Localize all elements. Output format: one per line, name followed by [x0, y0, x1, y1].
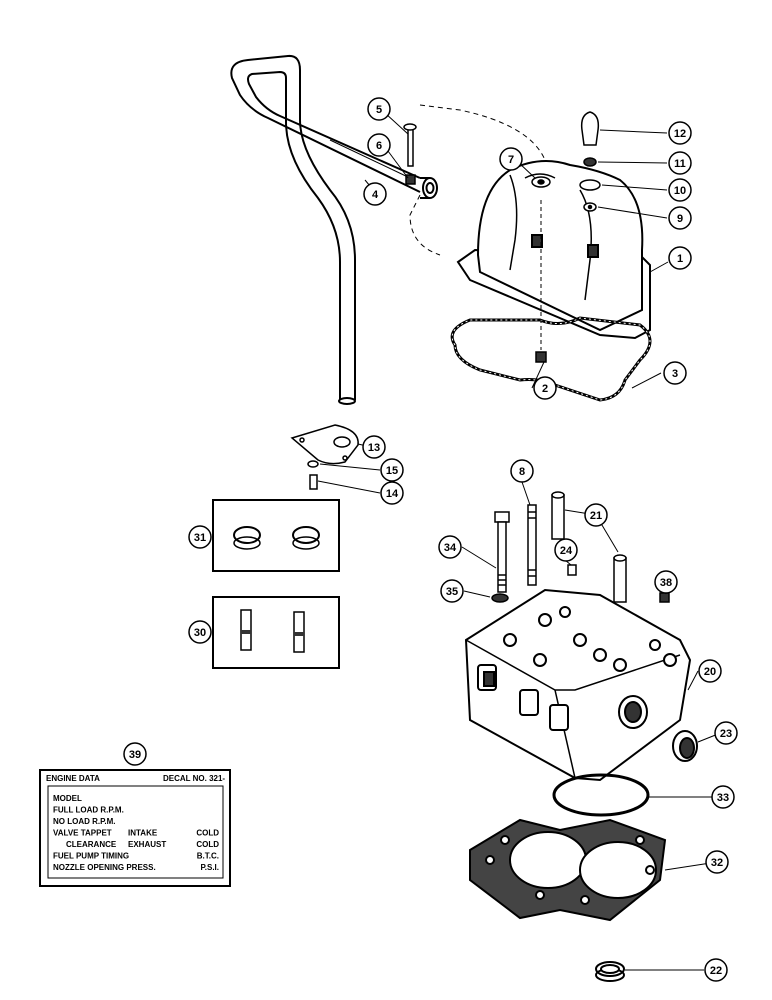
callout-number: 9	[677, 213, 683, 225]
callout-circle	[367, 133, 391, 157]
callout-circle	[714, 721, 738, 745]
callout-number: 4	[372, 189, 379, 201]
insert-ring	[595, 961, 625, 982]
callout-number: 23	[720, 728, 732, 740]
callout-circle	[363, 182, 387, 206]
decal-row-label: FUEL PUMP TIMING	[53, 852, 129, 861]
callout-circle	[654, 570, 678, 594]
head-gasket	[469, 818, 667, 922]
decal-number: DECAL NO. 321-	[163, 774, 225, 783]
callout-number: 21	[590, 510, 602, 522]
decal-row-right: COLD	[196, 840, 219, 849]
callout-number: 8	[519, 466, 525, 478]
bracket-part	[290, 424, 359, 490]
callout-circle	[711, 785, 735, 809]
head-bolts	[491, 491, 670, 603]
callout-number: 12	[674, 128, 686, 140]
callout-number: 2	[542, 383, 548, 395]
callout-number: 11	[674, 158, 686, 170]
callout-number: 33	[717, 792, 729, 804]
callout-number: 32	[711, 857, 723, 869]
decal-row-right: COLD	[196, 829, 219, 838]
decal-row-mid: INTAKE	[128, 829, 158, 838]
engine-data-decal: ENGINE DATA DECAL NO. 321- MODEL FULL LOA…	[39, 769, 231, 887]
callout-circle	[438, 535, 462, 559]
callout-circle	[698, 659, 722, 683]
callout-circle	[123, 742, 147, 766]
callout-circle	[367, 97, 391, 121]
decal-row-label: MODEL	[53, 794, 82, 803]
callout-circle	[705, 850, 729, 874]
callout-circle	[380, 458, 404, 482]
decal-row-right: B.T.C.	[197, 852, 219, 861]
callout-number: 34	[444, 542, 457, 554]
callout-number: 14	[386, 488, 399, 500]
callout-circle	[440, 579, 464, 603]
callout-circle	[499, 147, 523, 171]
small-hardware	[531, 111, 601, 363]
callout-circle	[663, 361, 687, 385]
callout-circle	[668, 121, 692, 145]
callout-circle	[380, 481, 404, 505]
callout-circle	[668, 246, 692, 270]
callout-number: 3	[672, 368, 678, 380]
o-ring	[552, 773, 650, 817]
callout-number: 38	[660, 577, 672, 589]
hose-dashed-line	[409, 104, 546, 256]
parts-box-30	[212, 596, 340, 669]
callout-circle	[188, 620, 212, 644]
callout-number: 15	[386, 465, 398, 477]
callout-number: 20	[704, 666, 716, 678]
callout-circle	[554, 538, 578, 562]
screw-part	[403, 123, 417, 185]
callout-number: 30	[194, 627, 206, 639]
callout-circle	[668, 206, 692, 230]
callout-number: 39	[129, 749, 141, 761]
decal-row-label: FULL LOAD R.P.M.	[53, 806, 124, 815]
callout-circle	[533, 376, 557, 400]
callout-number: 10	[674, 185, 686, 197]
callout-circle	[510, 459, 534, 483]
callout-number: 22	[710, 965, 722, 977]
callout-number: 24	[560, 545, 573, 557]
callout-number: 7	[508, 154, 514, 166]
callout-number: 1	[677, 253, 683, 265]
callout-circle	[668, 178, 692, 202]
decal-row-right: P.S.I.	[200, 863, 219, 872]
callout-number: 13	[368, 442, 380, 454]
valve-cover	[456, 160, 651, 340]
callout-number: 31	[194, 532, 206, 544]
parts-box-31	[212, 499, 340, 572]
callout-circle	[668, 151, 692, 175]
decal-row-mid: EXHAUST	[128, 840, 166, 849]
decal-row-label: CLEARANCE	[66, 840, 117, 849]
callout-circle	[704, 958, 728, 982]
callout-number: 35	[446, 586, 458, 598]
callout-circle	[362, 435, 386, 459]
decal-row-label: NOZZLE OPENING PRESS.	[53, 863, 156, 872]
cylinder-head	[464, 588, 692, 782]
callout-number: 5	[376, 104, 382, 116]
callout-circle	[188, 525, 212, 549]
decal-title: ENGINE DATA	[46, 774, 100, 783]
callout-circle	[584, 503, 608, 527]
breather-tube	[230, 54, 438, 405]
callout-number: 6	[376, 140, 382, 152]
decal-row-label: VALVE TAPPET	[53, 829, 112, 838]
decal-row-label: NO LOAD R.P.M.	[53, 817, 116, 826]
seal-ring	[672, 730, 698, 762]
